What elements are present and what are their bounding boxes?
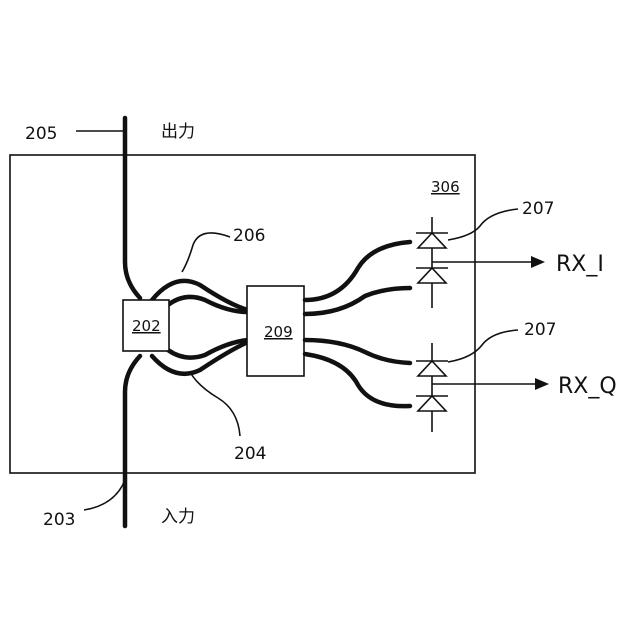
label-207-bottom: 207 [524,320,556,340]
label-203: 203 [43,510,75,530]
rx-q-arrowhead [535,378,549,390]
label-rx-q: RX_Q [558,374,617,399]
coupler-label-202: 202 [132,317,161,335]
leader-203 [84,480,125,510]
label-205: 205 [25,124,57,144]
label-204: 204 [234,444,266,464]
label-207-top: 207 [522,199,554,219]
label-output: 出力 [161,122,195,142]
rx-i-arrowhead [531,256,545,268]
label-input: 入力 [161,507,195,527]
hybrid-label-209: 209 [264,323,293,341]
label-rx-i: RX_I [556,252,604,277]
label-206: 206 [233,226,265,246]
module-label-306: 306 [431,178,460,196]
